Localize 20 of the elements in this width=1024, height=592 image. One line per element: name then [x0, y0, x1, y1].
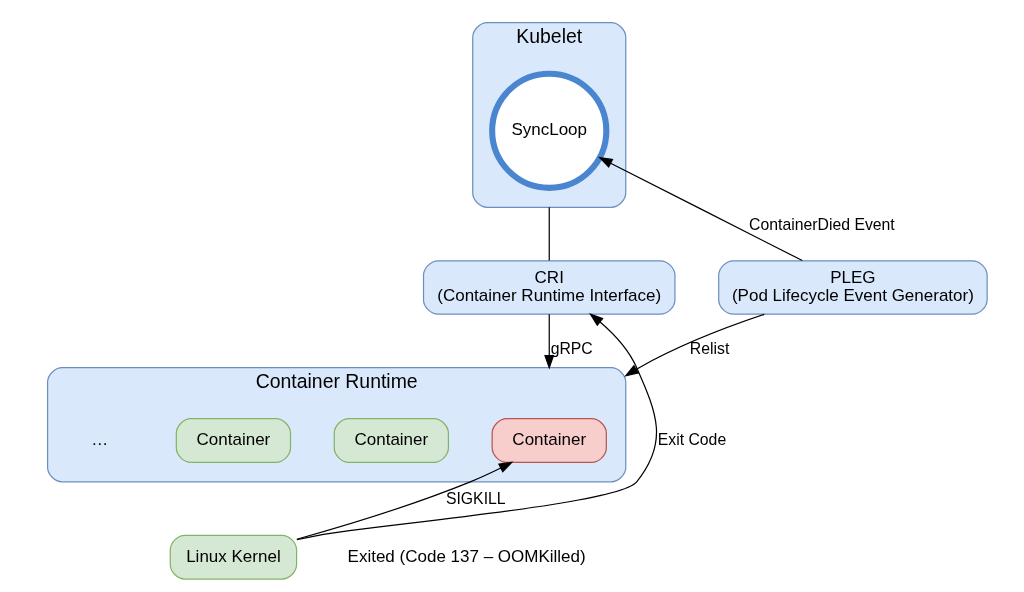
edge-label: gRPC — [550, 339, 593, 357]
connector — [548, 206, 550, 262]
node-box: Container — [333, 418, 449, 463]
label: … — [90, 430, 108, 450]
arrow — [597, 156, 803, 262]
node-box: Container — [175, 418, 291, 463]
label: Exited (Code 137 – OOMKilled) — [347, 546, 586, 566]
node-box: CRI (Container Runtime Interface) — [422, 260, 676, 315]
node-circle: SyncLoop — [488, 70, 609, 191]
arrow — [623, 313, 765, 377]
edge-label: Relist — [689, 339, 729, 357]
node-box: Linux Kernel — [169, 534, 297, 580]
arrow — [543, 313, 554, 370]
node-box: PLEG (Pod Lifecycle Event Generator) — [717, 260, 988, 315]
edge-label: SIGKILL — [445, 490, 506, 508]
node-box: Container — [491, 418, 607, 463]
arrow — [295, 313, 657, 541]
edge-label: Exit Code — [657, 430, 726, 448]
edge-label: ContainerDied Event — [748, 215, 895, 233]
arrow — [295, 461, 513, 540]
